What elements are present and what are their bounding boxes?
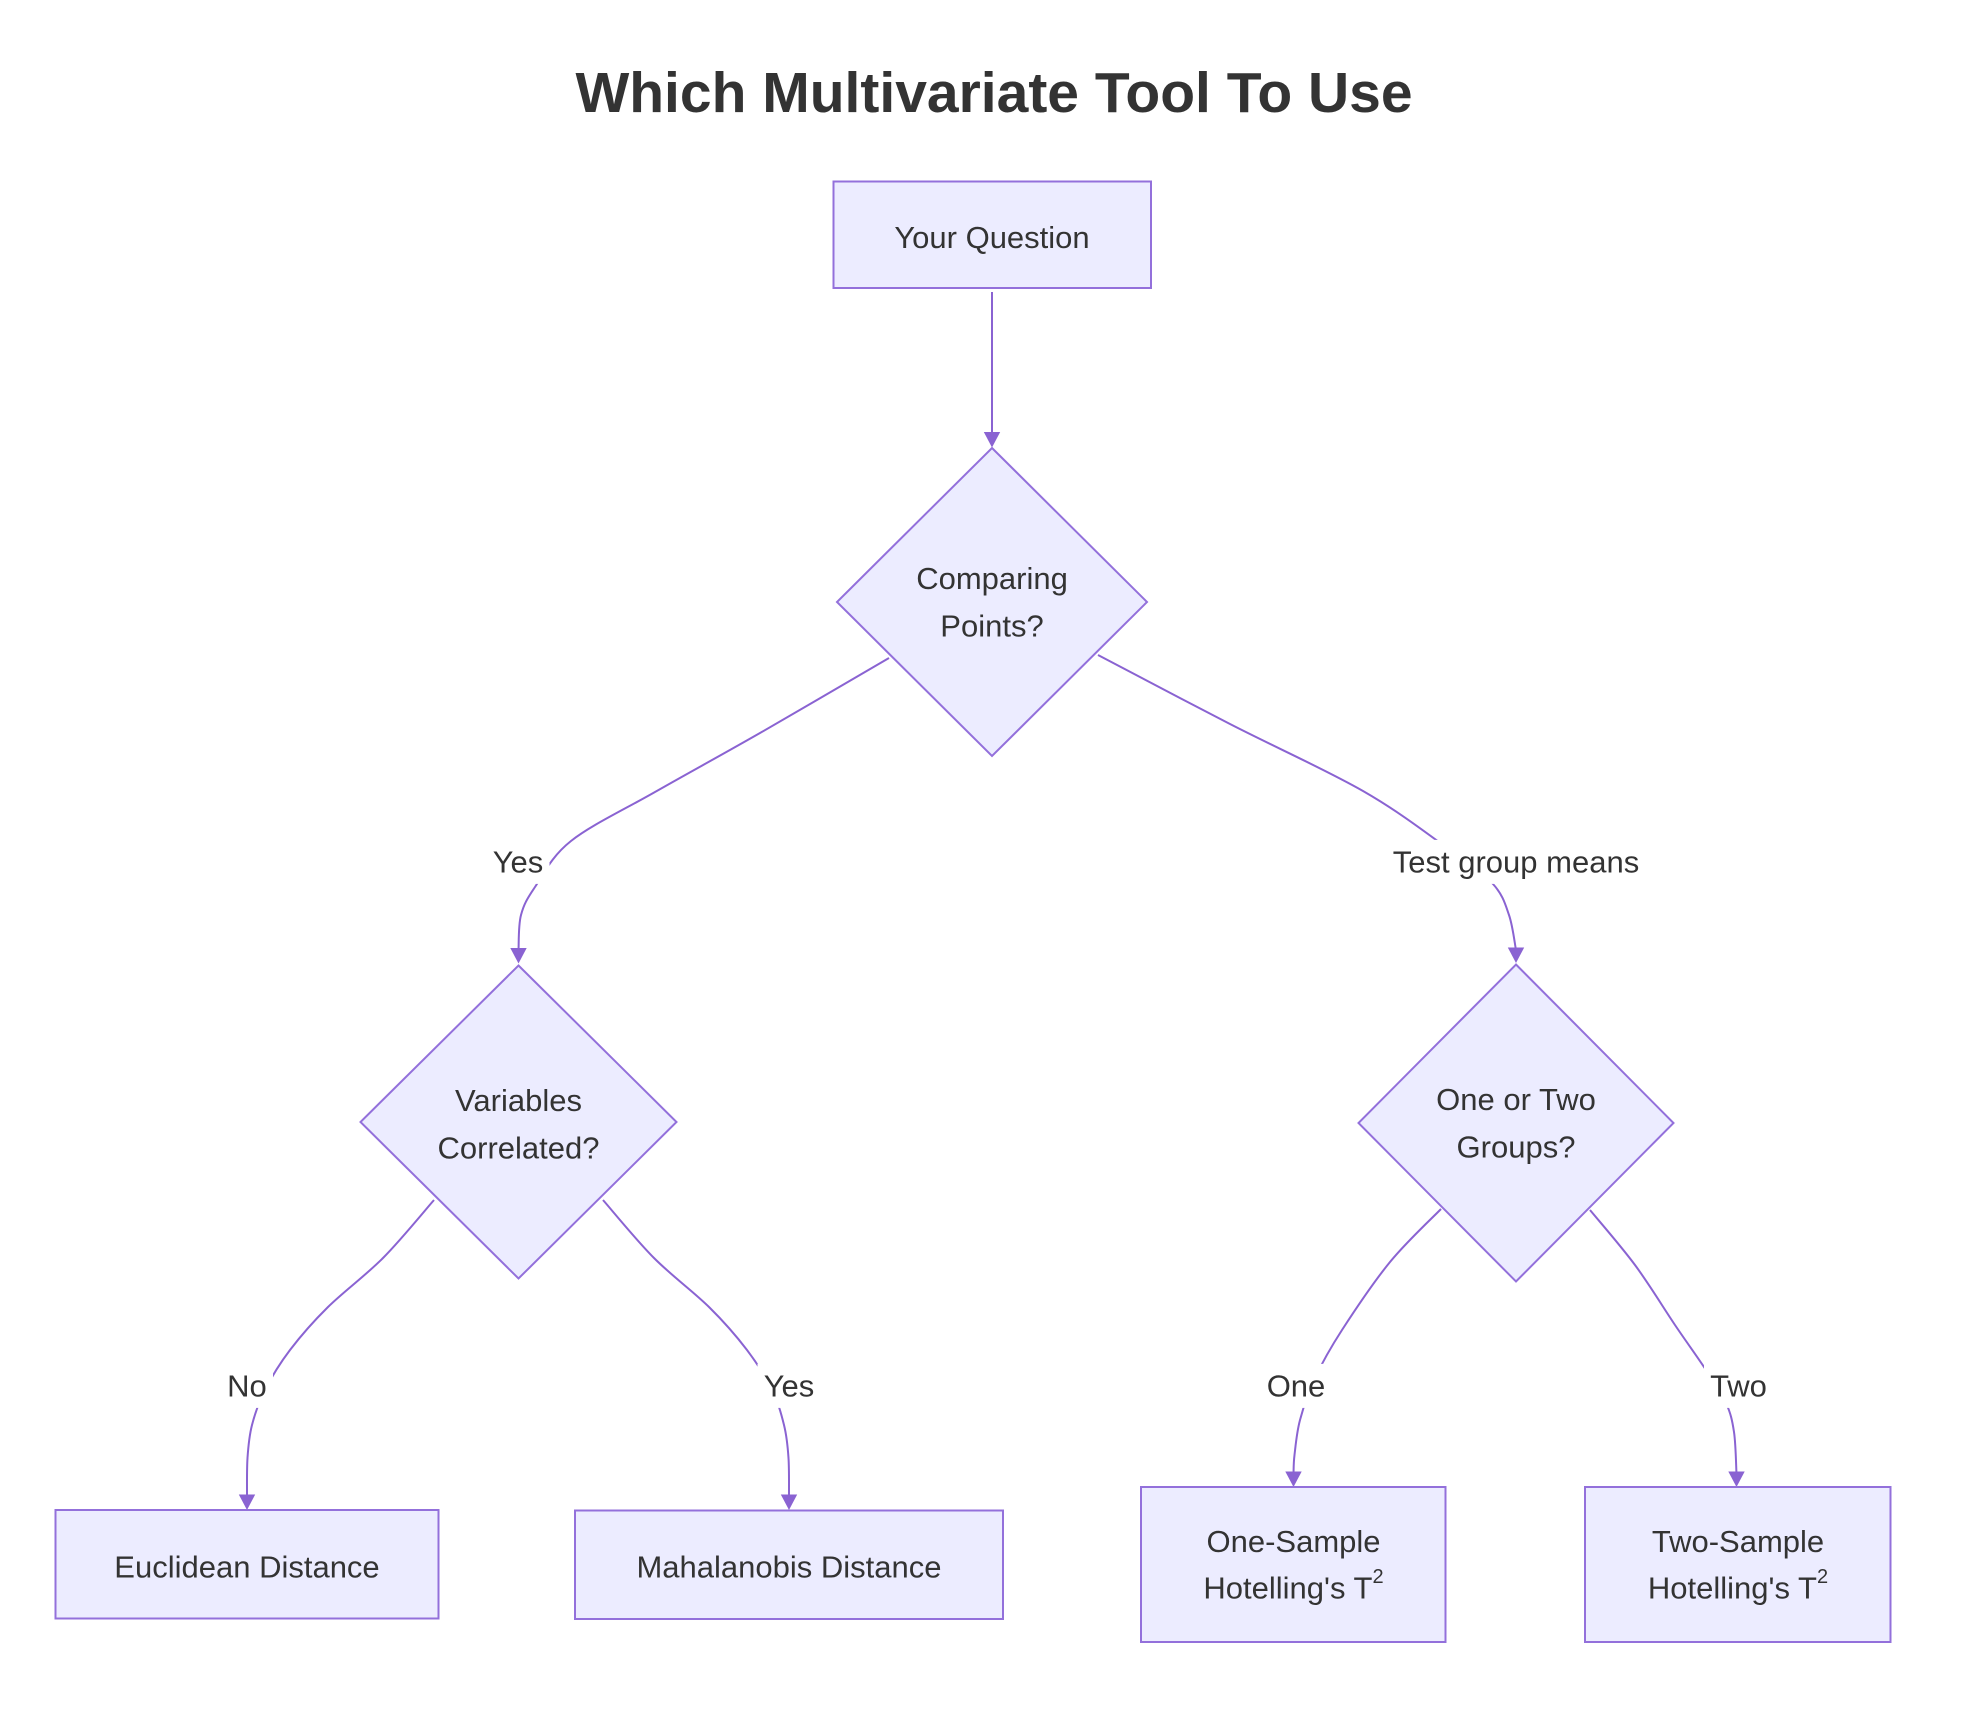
svg-text:Hotelling's T2: Hotelling's T2 xyxy=(1203,1566,1383,1606)
svg-text:Groups?: Groups? xyxy=(1457,1130,1576,1165)
svg-text:Yes: Yes xyxy=(493,844,544,879)
svg-text:One: One xyxy=(1267,1368,1326,1403)
svg-text:One-Sample: One-Sample xyxy=(1206,1524,1380,1559)
svg-text:Euclidean Distance: Euclidean Distance xyxy=(114,1549,379,1584)
svg-text:Mahalanobis Distance: Mahalanobis Distance xyxy=(636,1549,941,1584)
svg-text:Variables: Variables xyxy=(455,1083,582,1118)
svg-text:Points?: Points? xyxy=(940,609,1043,644)
svg-text:Your Question: Your Question xyxy=(894,220,1089,255)
svg-text:Two-Sample: Two-Sample xyxy=(1652,1524,1824,1559)
svg-text:Correlated?: Correlated? xyxy=(438,1131,600,1166)
svg-text:Two: Two xyxy=(1710,1368,1767,1403)
svg-text:Comparing: Comparing xyxy=(916,561,1068,596)
svg-text:Hotelling's T2: Hotelling's T2 xyxy=(1648,1566,1828,1606)
svg-text:No: No xyxy=(227,1368,267,1403)
svg-text:Which Multivariate Tool To Use: Which Multivariate Tool To Use xyxy=(575,61,1412,125)
svg-text:One or Two: One or Two xyxy=(1436,1082,1596,1117)
svg-text:Test group means: Test group means xyxy=(1393,844,1639,879)
svg-text:Yes: Yes xyxy=(764,1368,815,1403)
